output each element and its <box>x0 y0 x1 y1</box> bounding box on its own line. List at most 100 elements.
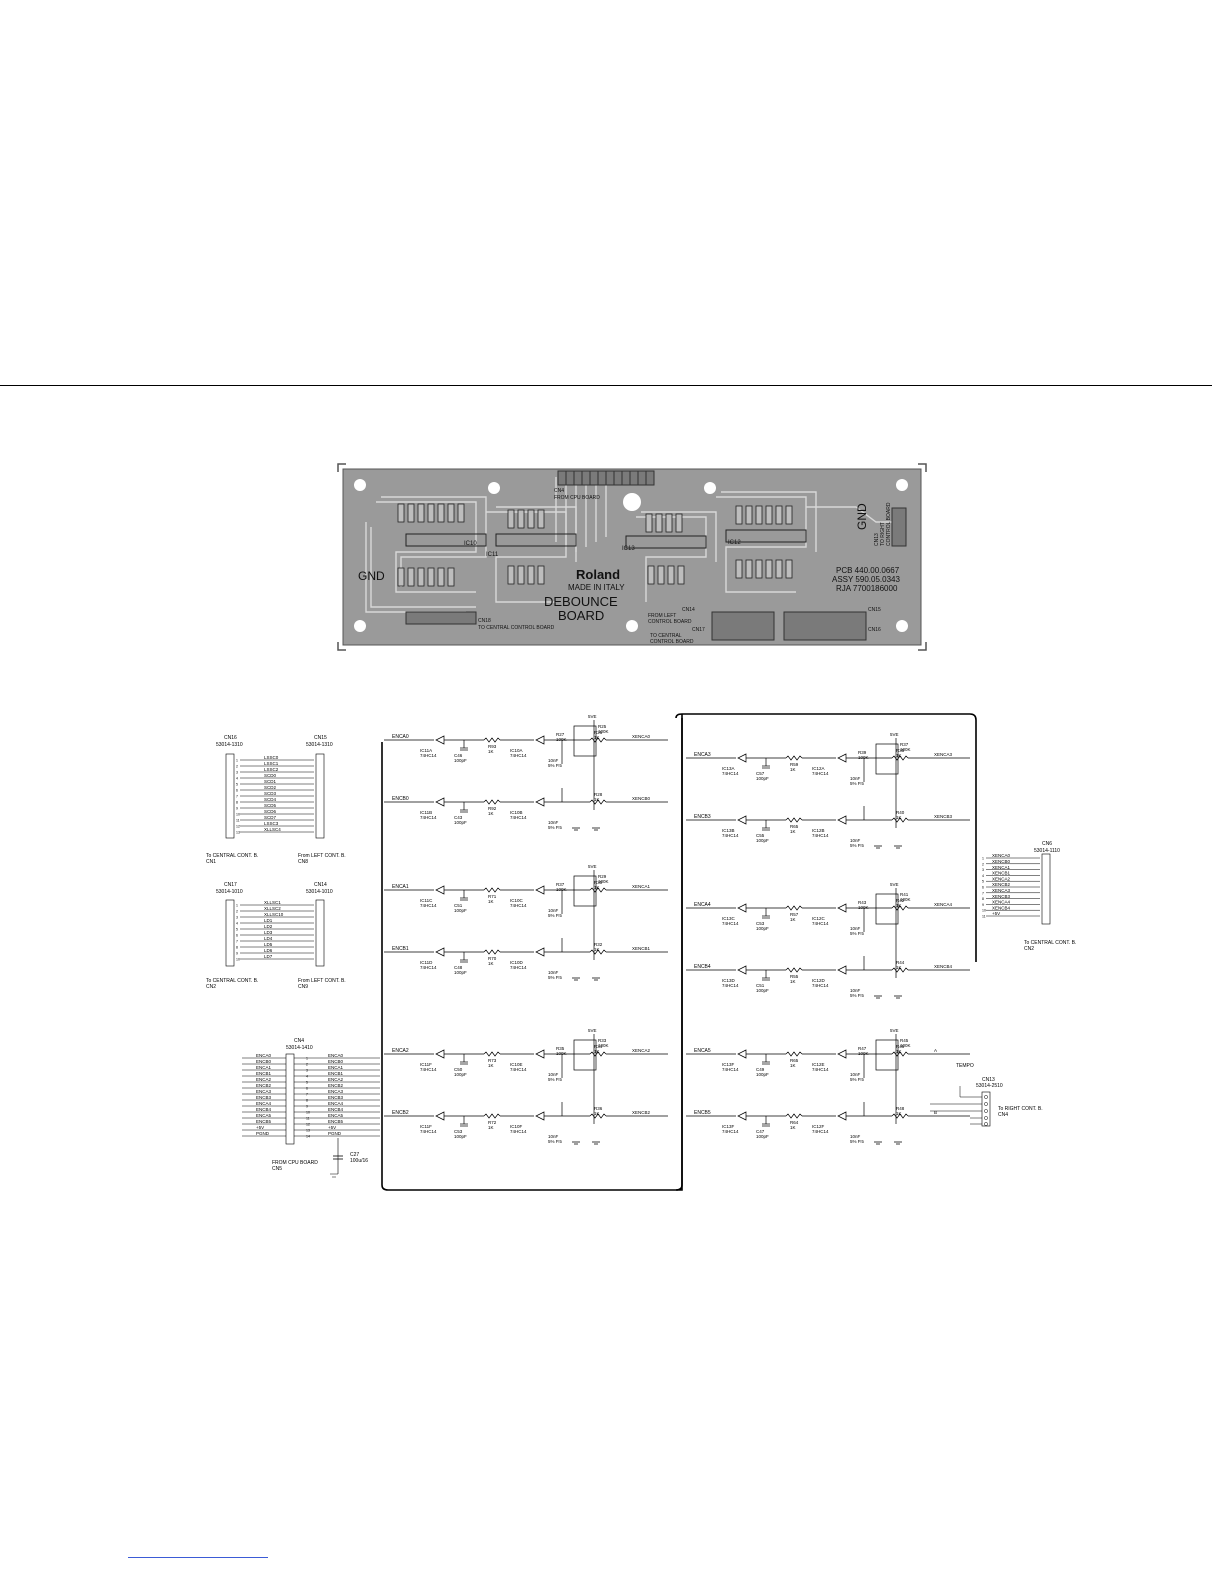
ic12-label: IC12 <box>728 540 741 546</box>
resistor-label: R38 <box>896 748 905 753</box>
board-title-line2: BOARD <box>558 608 604 623</box>
resistor-value: 1K <box>488 1063 494 1068</box>
resistor-value: 1K <box>594 1049 600 1054</box>
cn6-signal-label: XENCB4 <box>992 905 1011 910</box>
cap-label: C55 <box>756 833 765 838</box>
pullup-cap-label: 10nF <box>548 908 559 913</box>
cn6-connector: CN6 53014-1110 XENCA01XENCB02XENCA13XENC… <box>982 841 1076 952</box>
cn16-signal-label: SCD6 <box>264 809 277 814</box>
cn4-pin-number: 7 <box>306 1093 308 1097</box>
resistor-value: 1K <box>594 735 600 740</box>
cn15-part: 53014-1310 <box>306 742 333 748</box>
channel-input-label: ENCB0 <box>392 796 409 802</box>
pullup-label: R33 <box>598 1038 607 1043</box>
tolerance-label: 5% P.5 <box>548 1077 562 1082</box>
ic13-label: IC13 <box>622 546 635 552</box>
cap-value: 100pF <box>454 1134 467 1139</box>
pullup-cap-label: 10nF <box>850 988 861 993</box>
pullup-value: 100K <box>598 879 609 884</box>
resistor-value: 1K <box>594 885 600 890</box>
ic-type: 74HC14 <box>722 983 739 988</box>
cn4-left-label: ENCB2 <box>256 1083 272 1088</box>
pullup-value: 100K <box>858 755 869 760</box>
inverter-gate <box>737 903 747 913</box>
cn1-label: CN1 <box>206 859 216 865</box>
cn6-pin-number: 5 <box>982 880 984 884</box>
ic-type: 74HC14 <box>812 833 829 838</box>
channel-input-label: ENCB3 <box>694 814 711 820</box>
cn6-pin-number: 11 <box>982 915 986 919</box>
resistor-value: 1K <box>896 1111 902 1116</box>
tolerance-label: 5% P.5 <box>548 975 562 980</box>
cn13-title: CN13 <box>982 1077 995 1083</box>
cn16-pin-number: 11 <box>236 819 240 823</box>
ic11-label: IC11 <box>486 552 499 558</box>
pullup-label: R43 <box>858 900 867 905</box>
ic-type: 74HC14 <box>420 965 437 970</box>
pullup-cap-label: 10nF <box>850 1134 861 1139</box>
cn18-label: CN18 <box>478 618 491 624</box>
cn15-title: CN15 <box>314 735 327 741</box>
resistor-value: 1K <box>594 1111 600 1116</box>
tolerance-label: 5% P.5 <box>548 913 562 918</box>
ic-type: 74HC14 <box>420 903 437 908</box>
ic-label: IC12E <box>812 1062 825 1067</box>
ic-type: 74HC14 <box>420 1067 437 1072</box>
to-right-label: To RIGHT CONT. B. <box>998 1106 1043 1112</box>
c27-value: 100u/16 <box>350 1158 368 1164</box>
supply-label: 5VE <box>890 732 899 737</box>
ground-symbol <box>894 1141 902 1145</box>
ground-symbol <box>894 845 902 849</box>
to-central-label: TO CENTRAL CONTROL BOARD <box>478 625 555 631</box>
resistor-value: 1K <box>594 947 600 952</box>
cn6-signal-label: +5V <box>992 911 1000 916</box>
pullup-network <box>573 875 597 907</box>
inverter-gate <box>737 1049 747 1059</box>
ic-label: IC12B <box>812 828 825 833</box>
cap-value: 100pF <box>454 758 467 763</box>
inverter-gate <box>535 885 545 895</box>
channel-output-label: XENCB4 <box>934 964 953 969</box>
cn17-signal-label: LD1 <box>264 918 273 923</box>
assy-number: ASSY 590.05.0343 <box>832 575 900 584</box>
inverter-gate <box>535 947 545 957</box>
cn15-label: CN15 <box>868 607 881 613</box>
cap-label: C48 <box>454 965 463 970</box>
resistor-value: 1K <box>488 811 494 816</box>
channel-output-label: B <box>934 1110 937 1115</box>
pullup-label: R41 <box>900 892 909 897</box>
cn4-right-label: ENCB2 <box>328 1083 344 1088</box>
cap-label: C57 <box>756 771 765 776</box>
cn4-left-label: ENCA3 <box>256 1089 272 1094</box>
ic-type: 74HC14 <box>722 1129 739 1134</box>
cn4-left-label: +5V <box>256 1125 264 1130</box>
resistor-label: R44 <box>896 960 905 965</box>
cn4-right-label: ENCA3 <box>328 1089 344 1094</box>
resistor-value: 1K <box>488 1125 494 1130</box>
cn6-signal-label: XENCA2 <box>992 876 1011 881</box>
ic-type: 74HC14 <box>510 903 527 908</box>
ic-type: 74HC14 <box>510 1129 527 1134</box>
resistor-value: 1K <box>594 797 600 802</box>
cn6-signal-label: XENCB1 <box>992 871 1011 876</box>
ic-type: 74HC14 <box>510 1067 527 1072</box>
resistor <box>785 817 803 823</box>
cn16-pin-number: 6 <box>236 789 238 793</box>
resistor-value: 1K <box>790 917 796 922</box>
ic-label: IC10D <box>510 960 524 965</box>
cn4-pin-number: 10 <box>306 1111 310 1115</box>
cap-label: C53 <box>454 1129 463 1134</box>
tolerance-label: 5% P.5 <box>850 781 864 786</box>
ic-type: 74HC14 <box>420 753 437 758</box>
pullup-value: 100K <box>556 1051 567 1056</box>
cap-value: 100pF <box>454 908 467 913</box>
ground-symbol <box>572 977 580 981</box>
tolerance-label: 5% P.5 <box>850 1139 864 1144</box>
horizontal-rule <box>0 385 1212 386</box>
resistor <box>483 737 501 743</box>
inverter-gate <box>535 1111 545 1121</box>
cn6-pin-number: 9 <box>982 903 984 907</box>
inverter-gate <box>435 797 445 807</box>
pcb-components <box>397 503 793 587</box>
